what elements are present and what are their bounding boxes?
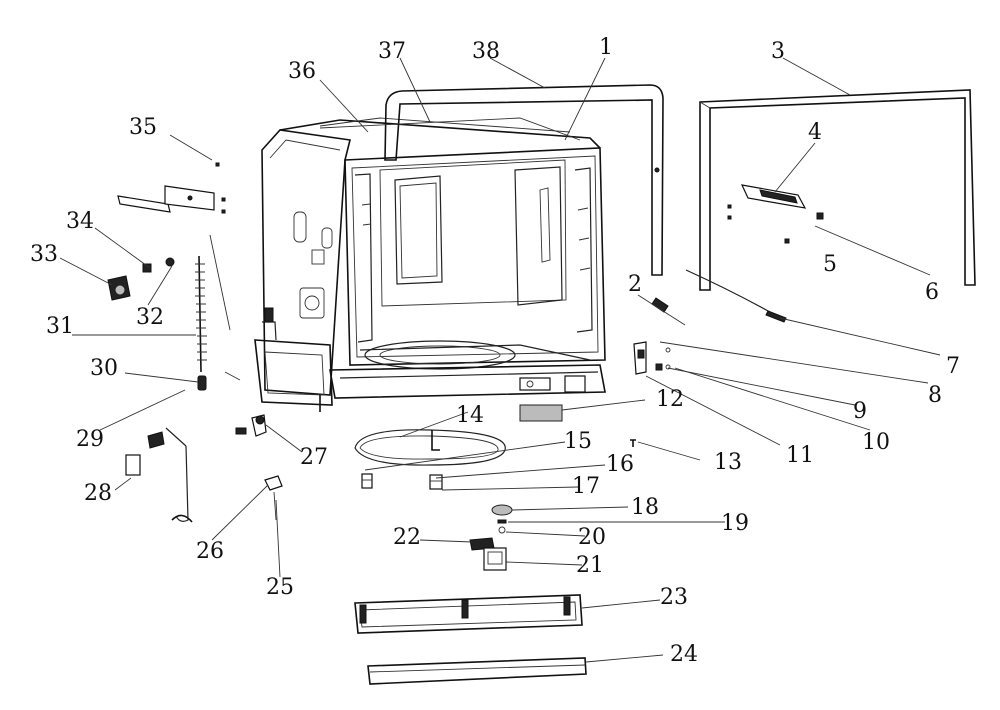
callout-6: 6 bbox=[925, 280, 939, 305]
detergent-dispenser-part-4 bbox=[740, 184, 807, 209]
callout-1: 1 bbox=[599, 35, 613, 60]
callout-16: 16 bbox=[606, 452, 634, 477]
callout-18: 18 bbox=[631, 495, 659, 520]
callout-12: 12 bbox=[656, 387, 684, 412]
tub-assembly bbox=[254, 117, 606, 412]
callout-2: 2 bbox=[628, 272, 642, 297]
callout-36: 36 bbox=[288, 59, 316, 84]
callout-37: 37 bbox=[378, 39, 406, 64]
fitting-part-28 bbox=[125, 427, 193, 523]
clamp-part-16 bbox=[361, 473, 373, 489]
callout-23: 23 bbox=[660, 585, 688, 610]
callout-15: 15 bbox=[564, 429, 592, 454]
tub-gasket-part-1 bbox=[319, 117, 581, 141]
inner-door-panel-part-3 bbox=[699, 89, 976, 291]
callout-5: 5 bbox=[823, 252, 837, 277]
cover-part-12 bbox=[519, 404, 563, 422]
callout-9: 9 bbox=[853, 399, 867, 424]
hinge-group-parts-32-35 bbox=[107, 162, 226, 301]
callout-38: 38 bbox=[472, 39, 500, 64]
hose-part-14 bbox=[354, 429, 506, 466]
callout-14: 14 bbox=[456, 403, 484, 428]
callout-32: 32 bbox=[136, 305, 164, 330]
callout-20: 20 bbox=[578, 525, 606, 550]
toe-kick-bracket-part-23 bbox=[354, 594, 583, 634]
callout-35: 35 bbox=[129, 115, 157, 140]
callout-17: 17 bbox=[572, 474, 600, 499]
kick-plate-part-24 bbox=[367, 657, 587, 685]
callout-25: 25 bbox=[266, 575, 294, 600]
bolt-part-6 bbox=[816, 212, 824, 220]
callout-24: 24 bbox=[670, 642, 698, 667]
callout-33: 33 bbox=[30, 242, 58, 267]
callout-22: 22 bbox=[393, 525, 421, 550]
callout-30: 30 bbox=[90, 356, 118, 381]
callout-11: 11 bbox=[786, 443, 814, 468]
screw-part-5 bbox=[784, 238, 790, 244]
bracket-part-27 bbox=[235, 414, 267, 437]
pump-group-parts-18-22 bbox=[469, 504, 513, 571]
clamp-part-17 bbox=[429, 474, 443, 490]
leveling-leg-parts-25-26 bbox=[264, 475, 283, 521]
callout-4: 4 bbox=[808, 120, 822, 145]
callout-34: 34 bbox=[66, 209, 94, 234]
screw-part-13 bbox=[630, 439, 636, 447]
callout-27: 27 bbox=[300, 445, 328, 470]
callout-8: 8 bbox=[928, 383, 942, 408]
latch-group-parts-8-11 bbox=[633, 341, 671, 375]
leader-lines bbox=[59, 57, 941, 663]
callout-19: 19 bbox=[721, 511, 749, 536]
door-seal-part-38 bbox=[384, 84, 664, 276]
callout-21: 21 bbox=[576, 553, 604, 578]
callout-labels: 1 2 3 4 5 6 7 8 9 10 11 12 13 14 15 16 1… bbox=[30, 35, 960, 667]
callout-29: 29 bbox=[76, 427, 104, 452]
callout-7: 7 bbox=[946, 354, 960, 379]
spring-part-31 bbox=[195, 255, 207, 391]
door-cable-part-7 bbox=[685, 269, 786, 319]
callout-31: 31 bbox=[46, 314, 74, 339]
callout-3: 3 bbox=[771, 39, 785, 64]
callout-28: 28 bbox=[84, 481, 112, 506]
callout-10: 10 bbox=[862, 430, 890, 455]
callout-13: 13 bbox=[714, 450, 742, 475]
callout-26: 26 bbox=[196, 539, 224, 564]
